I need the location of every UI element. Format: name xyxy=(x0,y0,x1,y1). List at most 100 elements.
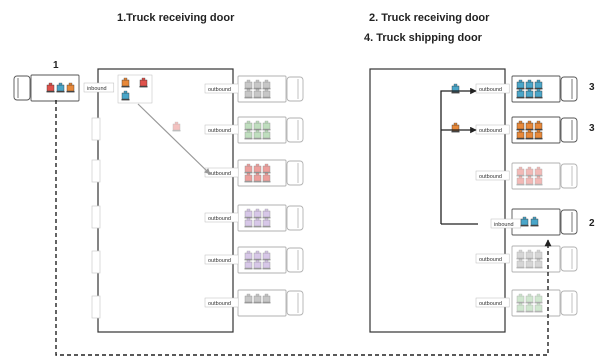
pallet-icon xyxy=(121,77,130,88)
pallet-icon xyxy=(244,208,253,219)
pallet-top xyxy=(527,166,532,170)
truck-cab xyxy=(13,75,31,101)
pallet-top xyxy=(255,120,260,124)
pallet-box xyxy=(244,81,253,89)
pallet-top xyxy=(255,88,260,92)
door-label-bg xyxy=(83,82,115,93)
pallet-icon xyxy=(516,120,525,131)
truck-cab xyxy=(286,76,304,102)
pallet-base xyxy=(244,97,253,99)
pallet-top xyxy=(255,129,260,133)
pallet-base xyxy=(534,129,543,131)
pallet-box xyxy=(534,295,543,303)
pallet-box xyxy=(139,79,148,87)
pallet-base xyxy=(525,97,534,99)
pallet-icon xyxy=(253,172,262,183)
pallet-top xyxy=(255,163,260,167)
step-number-left-truck: 1 xyxy=(53,60,59,71)
door-label-bg xyxy=(475,297,510,308)
outbound-load-right-2 xyxy=(516,166,543,186)
pallet-icon xyxy=(534,120,543,131)
pallet-icon xyxy=(253,88,262,99)
pallet-icon xyxy=(262,79,271,90)
pallet-base xyxy=(516,88,525,90)
pallet-top xyxy=(536,249,541,253)
pallet-box xyxy=(253,295,262,303)
pallet-icon xyxy=(66,82,75,93)
pallet-box xyxy=(516,131,525,139)
pallet-top xyxy=(264,120,269,124)
pallet-icon xyxy=(520,216,529,227)
pallet-box xyxy=(262,252,271,260)
door-label-text: outbound xyxy=(479,87,502,93)
pallet-top xyxy=(246,129,251,133)
pallet-icon xyxy=(253,250,262,261)
pallet-base xyxy=(262,302,271,304)
pallet-base xyxy=(262,181,271,183)
pallet-top xyxy=(48,82,53,86)
step-number-right-inbound: 2 xyxy=(589,218,595,229)
pallet-icon xyxy=(525,166,534,177)
pallet-top xyxy=(532,216,537,220)
pallet-box xyxy=(172,123,181,131)
pallet-box xyxy=(516,90,525,98)
truck-cab xyxy=(286,247,304,273)
pallet-box xyxy=(262,295,271,303)
left-warehouse xyxy=(97,68,234,333)
right-outbound-label-0: outbound xyxy=(475,83,510,94)
pallet-box xyxy=(534,131,543,139)
pallet-icon xyxy=(525,175,534,186)
pallet-top xyxy=(58,82,63,86)
pallet-base xyxy=(516,267,525,269)
pallet-base xyxy=(516,129,525,131)
routed-pallet-blue xyxy=(451,83,460,94)
pallet-icon xyxy=(244,129,253,140)
pallet-box xyxy=(253,261,262,269)
pallet-icon xyxy=(525,129,534,140)
pallet-base xyxy=(516,311,525,313)
pallet-top xyxy=(518,258,523,262)
pallet-box xyxy=(530,218,539,226)
pallet-box xyxy=(516,260,525,268)
pallet-top xyxy=(174,121,179,125)
door-label-text: outbound xyxy=(208,128,231,134)
pallet-box xyxy=(253,122,262,130)
pallet-box xyxy=(253,165,262,173)
pallet-layer xyxy=(46,74,543,313)
truck-cab xyxy=(560,209,578,235)
pallet-icon xyxy=(244,217,253,228)
pallet-base xyxy=(244,226,253,228)
pallet-box xyxy=(244,165,253,173)
pallet-top xyxy=(255,217,260,221)
pallet-icon xyxy=(534,293,543,304)
pallet-box xyxy=(253,210,262,218)
truck-cab xyxy=(560,163,578,189)
outbound-load-right-0 xyxy=(516,79,543,99)
pallet-base xyxy=(525,184,534,186)
pallet-icon xyxy=(253,208,262,219)
pallet-base xyxy=(525,302,534,304)
pallet-box xyxy=(244,122,253,130)
pallet-base xyxy=(534,138,543,140)
pallet-box xyxy=(244,219,253,227)
outbound-load-left-0 xyxy=(244,79,271,99)
pallet-base xyxy=(451,131,460,133)
pallet-icon xyxy=(244,163,253,174)
right-outbound-label-1: outbound xyxy=(475,124,510,135)
pallet-icon xyxy=(253,79,262,90)
pallet-top xyxy=(264,217,269,221)
pallet-icon xyxy=(525,79,534,90)
pallet-icon xyxy=(262,129,271,140)
pallet-icon xyxy=(530,216,539,227)
pallet-icon xyxy=(534,79,543,90)
outbound-load-left-4 xyxy=(244,250,271,270)
left-outbound-label-0: outbound xyxy=(204,83,239,94)
pallet-box xyxy=(253,81,262,89)
outbound-load-right-4 xyxy=(516,293,543,313)
pallet-box xyxy=(534,122,543,130)
pallet-top xyxy=(246,79,251,83)
pallet-icon xyxy=(516,302,525,313)
pallet-icon xyxy=(121,90,130,101)
